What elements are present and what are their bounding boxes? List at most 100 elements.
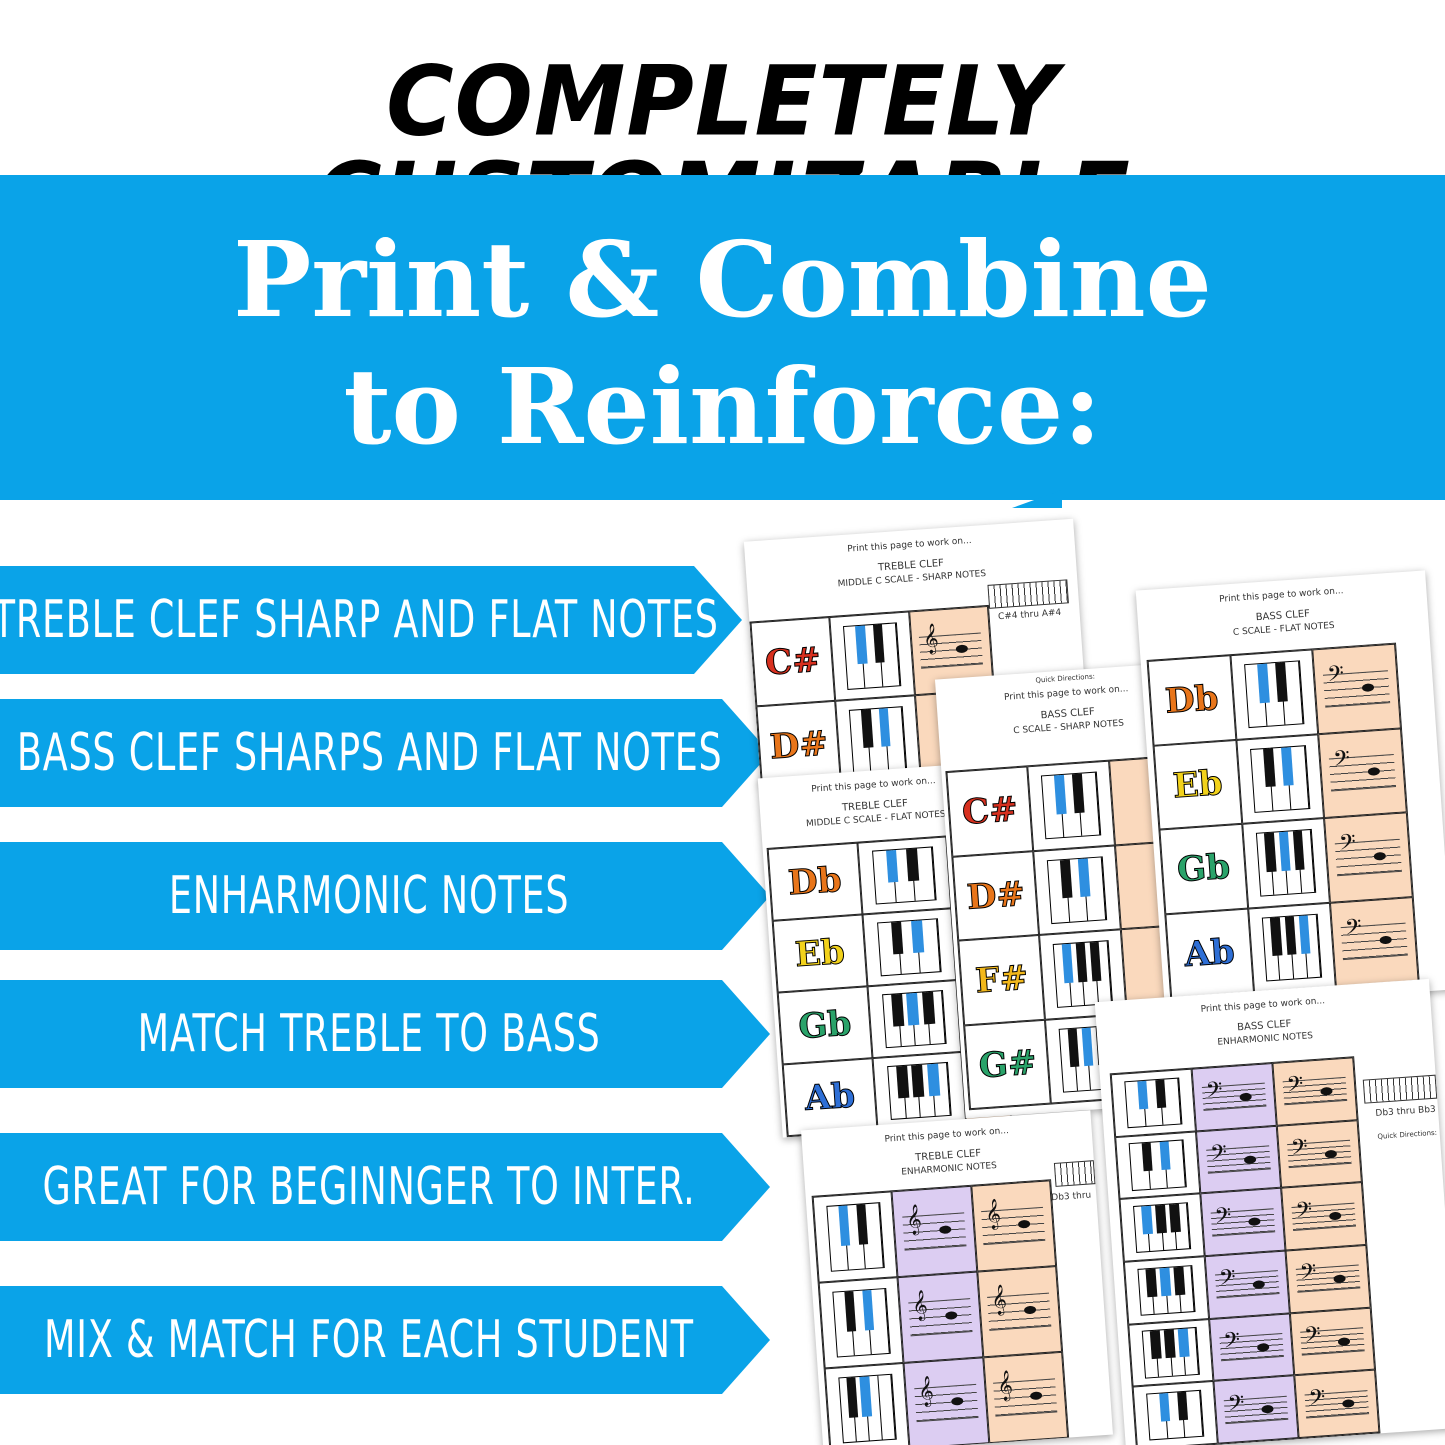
piano-keys-icon: [1255, 828, 1317, 898]
staff-card: 𝄢: [1312, 643, 1401, 734]
note-card: Eb: [1153, 739, 1242, 830]
note-card: G#: [964, 1019, 1052, 1110]
piano-keys-icon: [1053, 940, 1113, 1009]
piano-card: [1115, 1131, 1201, 1200]
piano-card: [1033, 844, 1121, 935]
feature-arrow-bass: BASS CLEF SHARPS AND FLAT NOTES: [0, 699, 770, 807]
staff-card: 𝄢: [1289, 1307, 1376, 1376]
staff-icon: 𝄢: [1335, 830, 1402, 876]
piano-card: [1027, 760, 1115, 851]
staff-icon: 𝄢: [1282, 1072, 1348, 1106]
note-card: C#: [750, 617, 836, 707]
feature-label: MATCH TREBLE TO BASS: [137, 1004, 601, 1064]
staff-icon: 𝄞: [919, 624, 984, 670]
staff-icon: 𝄞: [902, 1204, 967, 1251]
piano-card: [1119, 1193, 1205, 1262]
staff-icon: 𝄢: [1219, 1328, 1285, 1362]
staff-icon: 𝄞: [987, 1284, 1052, 1331]
piano-keys-icon: [871, 846, 937, 905]
worksheet-grid: 𝄞 𝄞 𝄞 𝄞 𝄞 𝄞: [811, 1179, 1070, 1445]
worksheet-grid: Db 𝄢 Eb 𝄢 Gb 𝄢 Ab 𝄢: [1146, 642, 1420, 1000]
staff-card: 𝄢: [1330, 896, 1419, 987]
worksheet-bass-enharmonic: Print this page to work on... BASS CLEF …: [1094, 978, 1445, 1445]
note-card: D#: [952, 850, 1040, 941]
note-card: Ab: [1165, 908, 1254, 999]
piano-keys-icon: [825, 1202, 885, 1272]
piano-keys-icon: [837, 1373, 897, 1444]
piano-card: [1110, 1068, 1196, 1137]
staff-icon: 𝄢: [1286, 1135, 1352, 1169]
piano-card: [862, 908, 957, 987]
staff-card: 𝄞: [970, 1180, 1057, 1272]
staff-card: 𝄢: [1281, 1182, 1367, 1251]
banner-line-2: to Reinforce:: [343, 345, 1102, 468]
piano-keys-icon: [1243, 660, 1305, 729]
staff-icon: 𝄞: [981, 1198, 1046, 1245]
staff-card: 𝄢: [1200, 1188, 1286, 1257]
feature-arrow-treble: TREBLE CLEF SHARP AND FLAT NOTES: [0, 566, 742, 674]
staff-icon: 𝄢: [1329, 746, 1396, 792]
piano-card: [1230, 649, 1319, 740]
staff-card: 𝄢: [1195, 1125, 1282, 1194]
staff-icon: 𝄢: [1223, 1390, 1289, 1424]
staff-icon: 𝄢: [1304, 1385, 1370, 1419]
note-card: Eb: [772, 914, 868, 993]
staff-card: 𝄞: [982, 1351, 1069, 1444]
piano-keys-icon: [1137, 1264, 1196, 1316]
note-card: Db: [1147, 655, 1236, 746]
note-card: F#: [958, 934, 1046, 1025]
piano-card: [867, 980, 962, 1059]
staff-card: 𝄢: [1209, 1313, 1295, 1382]
staff-card: 𝄢: [1191, 1062, 1277, 1132]
staff-icon: 𝄢: [1341, 915, 1408, 961]
piano-keys-icon: [1128, 1139, 1187, 1191]
feature-arrow-mix: MIX & MATCH FOR EACH STUDENT: [0, 1286, 770, 1394]
piano-keys-icon: [1145, 1389, 1205, 1441]
staff-icon: 𝄢: [1201, 1078, 1267, 1112]
headline-banner: [0, 175, 1445, 500]
note-card: Gb: [777, 986, 873, 1065]
feature-arrow-enharmonic: ENHARMONIC NOTES: [0, 842, 770, 950]
feature-label: TREBLE CLEF SHARP AND FLAT NOTES: [0, 590, 719, 650]
staff-card: 𝄞: [903, 1357, 989, 1445]
piano-card: [1241, 818, 1331, 909]
piano-keys-icon: [1261, 913, 1323, 982]
mini-piano-icon: [1053, 1160, 1096, 1187]
piano-keys-icon: [1141, 1327, 1201, 1379]
piano-keys-icon: [842, 622, 902, 690]
feature-arrow-match: MATCH TREBLE TO BASS: [0, 980, 770, 1088]
feature-arrow-level: GREAT FOR BEGINNGER TO INTER.: [0, 1133, 770, 1241]
piano-card: [824, 1362, 910, 1445]
piano-card: [829, 611, 915, 701]
staff-card: 𝄢: [1276, 1119, 1362, 1189]
banner-line-1: Print & Combine: [233, 218, 1212, 341]
staff-card: 𝄞: [976, 1266, 1063, 1358]
staff-icon: 𝄢: [1300, 1322, 1365, 1356]
staff-icon: 𝄢: [1295, 1260, 1361, 1294]
worksheet-treble-enharmonic: Print this page to work on... TREBLE CLE…: [801, 1110, 1113, 1445]
worksheet-bass-flat: Print this page to work on... BASS CLEF …: [1135, 570, 1445, 1010]
note-card: C#: [946, 766, 1034, 857]
piano-card: [812, 1191, 898, 1283]
staff-icon: 𝄞: [908, 1290, 973, 1337]
staff-card: 𝄢: [1318, 727, 1407, 819]
piano-card: [1128, 1318, 1214, 1387]
staff-card: 𝄢: [1213, 1375, 1299, 1444]
piano-card: [818, 1277, 904, 1369]
piano-keys-icon: [831, 1288, 891, 1358]
banner-tail-shape: [1012, 490, 1062, 508]
piano-card: [1132, 1381, 1218, 1445]
feature-label: MIX & MATCH FOR EACH STUDENT: [44, 1310, 695, 1370]
staff-card: 𝄢: [1204, 1250, 1290, 1319]
staff-icon: 𝄢: [1206, 1140, 1271, 1174]
piano-keys-icon: [886, 1061, 952, 1121]
piano-card: [1123, 1256, 1210, 1325]
piano-keys-icon: [1041, 771, 1102, 840]
staff-icon: 𝄢: [1214, 1265, 1280, 1299]
piano-card: [1247, 902, 1337, 993]
piano-keys-icon: [881, 989, 947, 1049]
piano-keys-icon: [1124, 1077, 1183, 1129]
worksheet-grid: 𝄢 𝄢 𝄢 𝄢 𝄢 𝄢 𝄢 𝄢 𝄢 𝄢 𝄢 𝄢: [1109, 1056, 1381, 1445]
staff-icon: 𝄞: [993, 1370, 1058, 1417]
mini-piano-icon: [987, 579, 1069, 609]
